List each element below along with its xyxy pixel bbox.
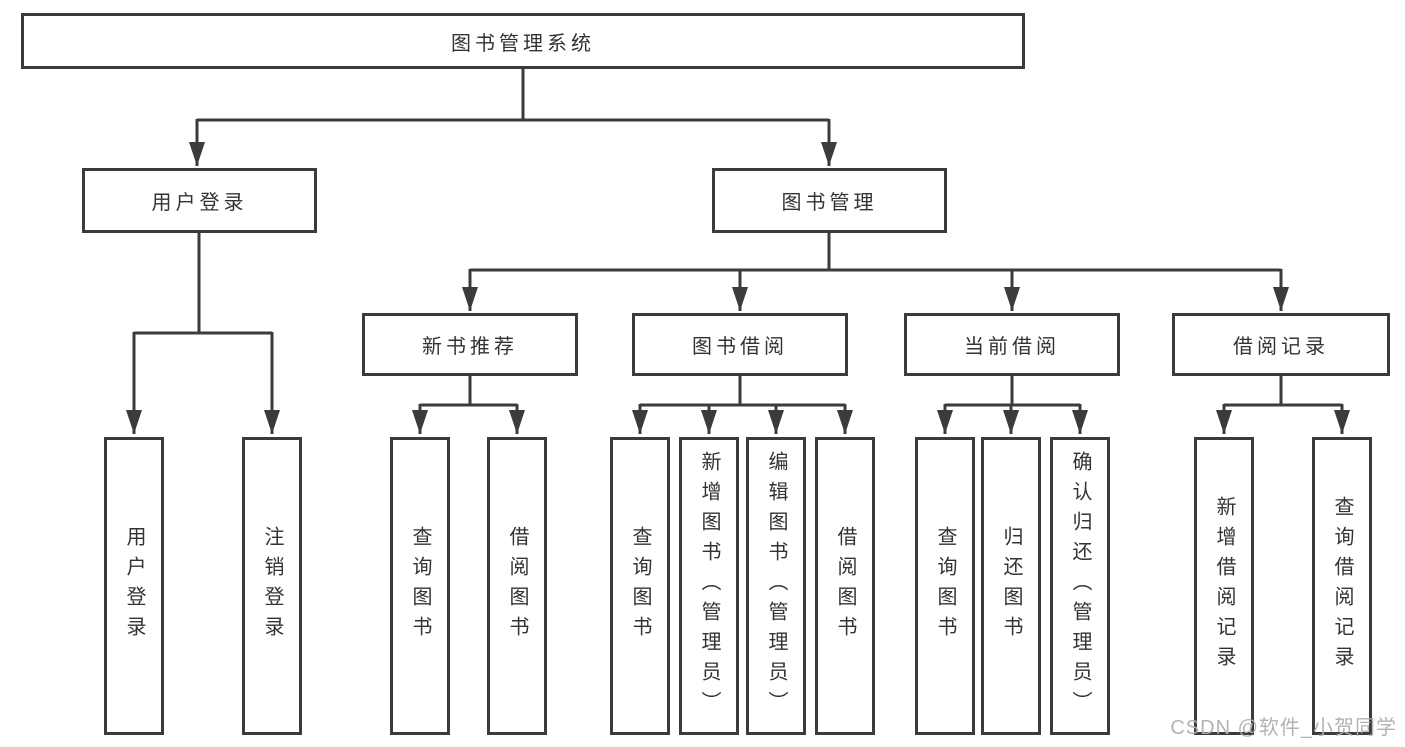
leaf-return-books-label: 归还图书 [1000,526,1022,646]
leaf-edit-books-admin: 编辑图书（管理员） [746,437,806,735]
leaf-borrow-books-label: 借阅图书 [834,526,856,646]
leaf-add-books-admin-label: 新增图书（管理员） [698,451,720,721]
node-user-login: 用户登录 [82,168,317,233]
leaf-logout: 注销登录 [242,437,302,735]
leaf-borrow-books-recommend: 借阅图书 [487,437,547,735]
leaf-query-borrow-record-label: 查询借阅记录 [1331,496,1353,676]
leaf-query-books-current-label: 查询图书 [934,526,956,646]
node-library-system: 图书管理系统 [21,13,1025,69]
leaf-query-books-borrow: 查询图书 [610,437,670,735]
leaf-add-borrow-record-label: 新增借阅记录 [1213,496,1235,676]
leaf-query-books-borrow-label: 查询图书 [629,526,651,646]
leaf-edit-books-admin-label: 编辑图书（管理员） [765,451,787,721]
leaf-user-login-label: 用户登录 [123,526,145,646]
leaf-add-books-admin: 新增图书（管理员） [679,437,739,735]
leaf-user-login: 用户登录 [104,437,164,735]
leaf-confirm-return-admin: 确认归还（管理员） [1050,437,1110,735]
leaf-query-books-recommend: 查询图书 [390,437,450,735]
node-borrowing-records: 借阅记录 [1172,313,1390,376]
node-new-book-recommend: 新书推荐 [362,313,578,376]
leaf-add-borrow-record: 新增借阅记录 [1194,437,1254,735]
node-book-management: 图书管理 [712,168,947,233]
leaf-logout-label: 注销登录 [261,526,283,646]
leaf-return-books: 归还图书 [981,437,1041,735]
leaf-query-borrow-record: 查询借阅记录 [1312,437,1372,735]
leaf-borrow-books: 借阅图书 [815,437,875,735]
leaf-query-books-recommend-label: 查询图书 [409,526,431,646]
csdn-watermark: CSDN @软件_小贺同学 [1170,717,1397,739]
leaf-confirm-return-admin-label: 确认归还（管理员） [1069,451,1091,721]
node-book-borrowing: 图书借阅 [632,313,848,376]
leaf-borrow-books-recommend-label: 借阅图书 [506,526,528,646]
node-current-borrowing: 当前借阅 [904,313,1120,376]
leaf-query-books-current: 查询图书 [915,437,975,735]
